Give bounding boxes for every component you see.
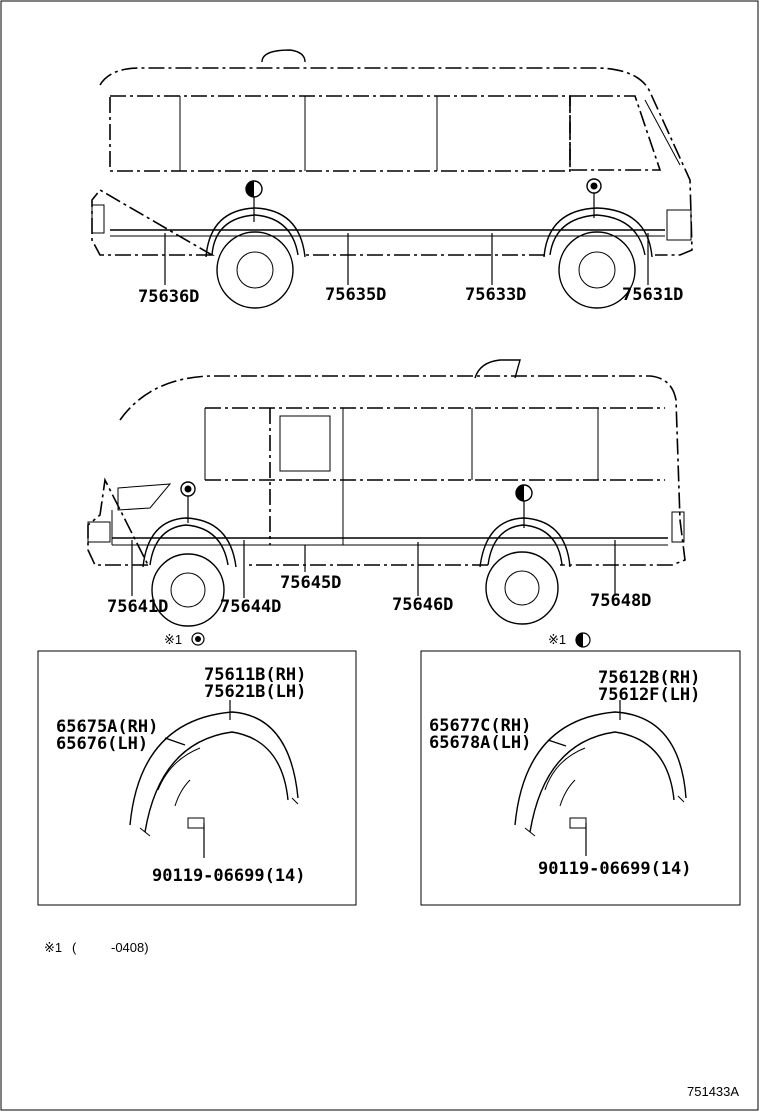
detail-front-molding-lh: 75621B(LH)	[204, 682, 306, 702]
footnote-range: -0408)	[111, 940, 149, 955]
callout-75635D: 75635D	[325, 285, 386, 305]
detail-front-clip: 90119-06699(14)	[152, 866, 306, 886]
detail-rear-liner-lh: 65678A(LH)	[429, 733, 531, 753]
callout-75636D: 75636D	[138, 287, 199, 307]
detail-rear-clip: 90119-06699(14)	[538, 859, 692, 879]
callout-75644D: 75644D	[220, 597, 281, 617]
detail-box-front	[37, 650, 357, 906]
rear-fender-liner-drawing	[514, 700, 687, 856]
half-dot-marker-icon-fill	[576, 633, 583, 647]
detail-box-rear	[420, 650, 741, 906]
callout-75641D: 75641D	[107, 597, 168, 617]
front-fender-liner-drawing	[129, 700, 299, 858]
footnote-open-paren: (	[72, 940, 77, 955]
callout-75646D: 75646D	[392, 595, 453, 615]
detail-rear-molding-lh: 75612F(LH)	[598, 685, 700, 705]
callout-75648D: 75648D	[590, 591, 651, 611]
callout-75631D: 75631D	[622, 285, 683, 305]
callout-75645D: 75645D	[280, 573, 341, 593]
detail-front-molding-rh: 75611B(RH)	[204, 665, 306, 685]
detail-rear-marker: ※1	[548, 632, 566, 647]
upper-bus-drawing	[91, 49, 693, 309]
detail-rear-liner-rh: 65677C(RH)	[429, 716, 531, 736]
lower-bus-drawing	[87, 359, 686, 627]
full-dot-marker-icon-core	[195, 636, 201, 642]
detail-front-liner-lh: 65676(LH)	[56, 734, 148, 754]
detail-front-marker: ※1	[164, 632, 182, 647]
detail-front-liner-rh: 65675A(RH)	[56, 717, 158, 737]
callout-75633D: 75633D	[465, 285, 526, 305]
diagram-id: 751433A	[687, 1084, 739, 1099]
footnote-marker: ※1	[44, 940, 62, 955]
detail-rear-molding-rh: 75612B(RH)	[598, 668, 700, 688]
